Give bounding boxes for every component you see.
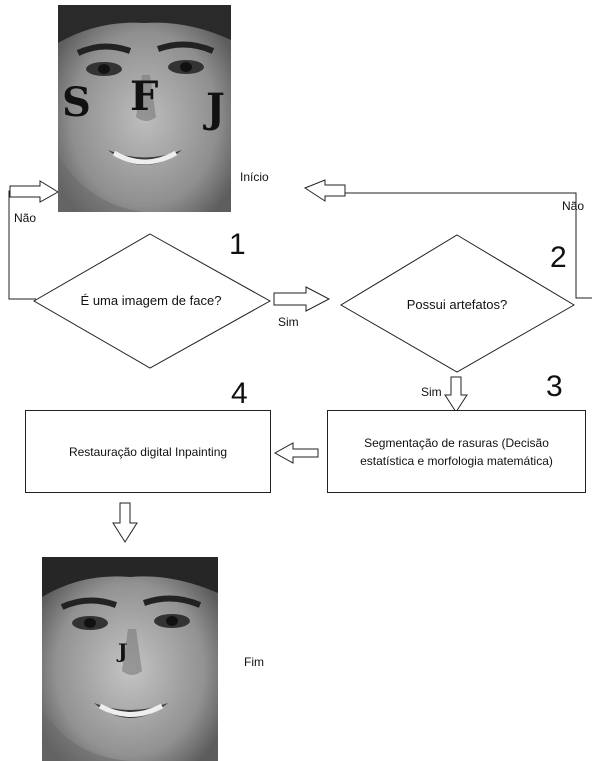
- decision-diamond-1: [33, 233, 272, 369]
- residual-letter-j: J: [118, 639, 128, 663]
- arrow-yes-down: [444, 376, 468, 413]
- restoration-box: Restauração digital Inpainting: [25, 410, 271, 493]
- artifact-letter-j: J: [206, 85, 225, 132]
- artifact-letter-s: S: [62, 79, 91, 126]
- input-face-image: S F J: [58, 5, 231, 212]
- step-number-3: 3: [546, 370, 563, 403]
- output-face-image: J: [42, 557, 218, 761]
- artifact-letter-f: F: [130, 73, 159, 120]
- segmentation-box: Segmentação de rasuras (Decisão estatíst…: [327, 410, 586, 493]
- no-label-right: Não: [562, 199, 585, 213]
- segmentation-text-line2: estatística e morfologia matemática): [360, 453, 553, 468]
- step-number-1: 1: [229, 228, 246, 261]
- end-label: Fim: [244, 655, 264, 669]
- no-loop-line-left: [8, 190, 36, 300]
- start-label: Início: [240, 170, 269, 184]
- arrow-to-end: [112, 502, 138, 543]
- segmentation-text-line1: Segmentação de rasuras (Decisão: [364, 435, 549, 450]
- step-number-2: 2: [550, 241, 567, 274]
- no-label-left: Não: [14, 211, 37, 225]
- step-number-4: 4: [231, 377, 248, 410]
- arrow-yes-right: [273, 286, 331, 312]
- arrow-to-start: [303, 179, 346, 202]
- decision-1-text: É uma imagem de face?: [80, 293, 222, 308]
- decision-diamond-2: [340, 234, 575, 373]
- yes-label-2: Sim: [421, 385, 442, 399]
- yes-label-1: Sim: [278, 315, 299, 329]
- no-loop-line-right: [345, 192, 592, 299]
- arrow-to-restore: [273, 442, 319, 464]
- restoration-text: Restauração digital Inpainting: [68, 444, 228, 459]
- arrow-no-left: [9, 180, 59, 203]
- decision-2-text: Possui artefatos?: [406, 297, 508, 312]
